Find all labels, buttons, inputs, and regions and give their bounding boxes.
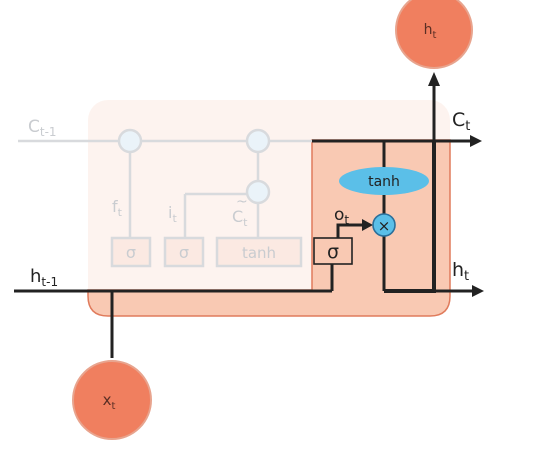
c-out-label: Ct bbox=[452, 109, 470, 134]
faded-sigma-2: σ bbox=[179, 243, 189, 262]
h-prev-label: ht-1 bbox=[30, 266, 58, 289]
faded-sigma-1: σ bbox=[126, 243, 136, 262]
c-prev-label: Ct-1 bbox=[28, 117, 57, 139]
multiply-label: × bbox=[378, 217, 391, 235]
h-right-label: ht bbox=[452, 259, 469, 284]
h-right-arrowhead bbox=[472, 285, 484, 297]
o-gate-label: ot bbox=[334, 205, 349, 227]
sigma-to-multiply-arrowhead bbox=[362, 219, 373, 231]
faded-forget-label: ft bbox=[112, 197, 123, 219]
h-output-node bbox=[395, 0, 473, 69]
x-input-node bbox=[72, 360, 152, 440]
sigma-to-multiply-line bbox=[336, 223, 364, 238]
x-input-node-label: xt bbox=[103, 391, 116, 412]
faded-input-label: it bbox=[168, 203, 177, 225]
multiply-node bbox=[372, 213, 396, 237]
h-top-arrowhead bbox=[428, 72, 440, 86]
h-output-node-label: ht bbox=[424, 22, 437, 41]
tanh-label: tanh bbox=[368, 174, 400, 190]
faded-candidate-label: Ct bbox=[232, 207, 248, 229]
faded-tanh: tanh bbox=[242, 244, 276, 262]
tanh-node bbox=[339, 167, 429, 195]
sigma-gate-label: σ bbox=[327, 241, 339, 263]
faded-internal-gates bbox=[18, 128, 312, 268]
sigma-gate-box bbox=[313, 237, 353, 265]
faded-candidate-accent: ~ bbox=[236, 194, 248, 210]
cell-state-arrowhead bbox=[470, 135, 482, 147]
